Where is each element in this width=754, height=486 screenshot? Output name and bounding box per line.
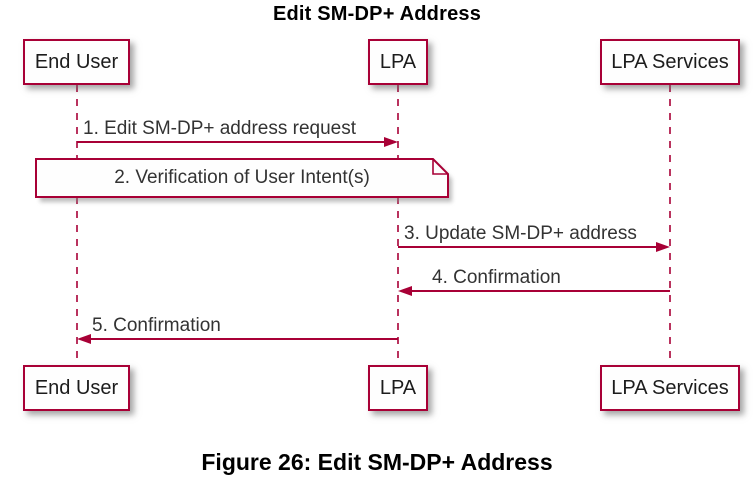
participant-lpa-services-bottom: LPA Services	[600, 365, 740, 411]
participant-lpa-bottom: LPA	[368, 365, 428, 411]
participant-end-user-bottom: End User	[23, 365, 130, 411]
note-shape	[35, 158, 452, 202]
message-label-5: 5. Confirmation	[92, 315, 221, 336]
arrow-head-left-icon	[77, 334, 91, 344]
diagram-title: Edit SM-DP+ Address	[272, 3, 482, 25]
participant-end-user-top: End User	[23, 39, 130, 85]
participant-lpa-top: LPA	[368, 39, 428, 85]
message-arrows	[77, 137, 670, 344]
message-label-4: 4. Confirmation	[432, 267, 561, 288]
message-label-3: 3. Update SM-DP+ address	[404, 223, 637, 244]
figure-caption: Figure 26: Edit SM-DP+ Address	[201, 449, 553, 475]
arrow-head-left-icon	[398, 286, 412, 296]
note-verification-of-user-intent: 2. Verification of User Intent(s)	[114, 167, 370, 188]
arrow-head-right-icon	[656, 242, 670, 252]
message-label-1: 1. Edit SM-DP+ address request	[83, 118, 356, 139]
arrow-head-right-icon	[384, 137, 398, 147]
lifelines	[76, 85, 671, 365]
note-fold-corner-icon	[432, 159, 448, 175]
participant-lpa-services-top: LPA Services	[600, 39, 740, 85]
note-body	[35, 158, 449, 198]
